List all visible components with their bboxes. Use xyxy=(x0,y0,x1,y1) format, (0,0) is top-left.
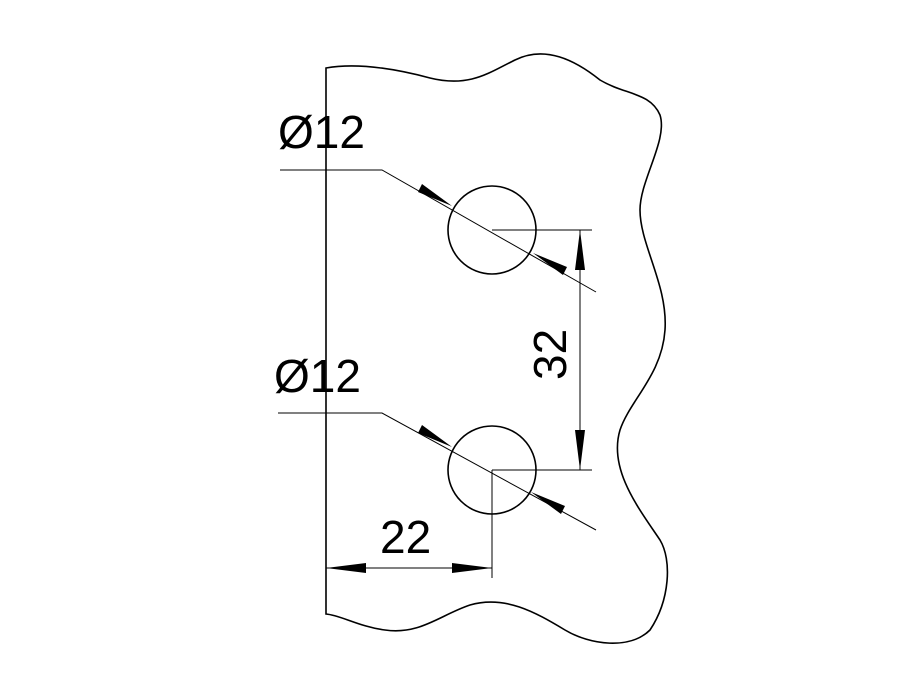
leader-top xyxy=(280,169,597,293)
edge-offset-dimension-label: 22 xyxy=(380,511,431,563)
arrowhead xyxy=(575,230,585,270)
arrowhead xyxy=(531,492,565,514)
arrowhead xyxy=(452,563,492,573)
hole-top-diameter-label: Ø12 xyxy=(278,106,365,158)
arrowhead xyxy=(326,563,366,573)
arrowhead xyxy=(418,425,452,447)
panel-outline xyxy=(325,53,669,644)
arrowhead xyxy=(533,253,567,275)
spacing-dimension-label: 32 xyxy=(524,329,576,380)
arrowhead xyxy=(418,184,452,206)
leader-bottom xyxy=(278,412,597,531)
arrowhead xyxy=(575,430,585,470)
hole-bottom-diameter-label: Ø12 xyxy=(274,350,361,402)
